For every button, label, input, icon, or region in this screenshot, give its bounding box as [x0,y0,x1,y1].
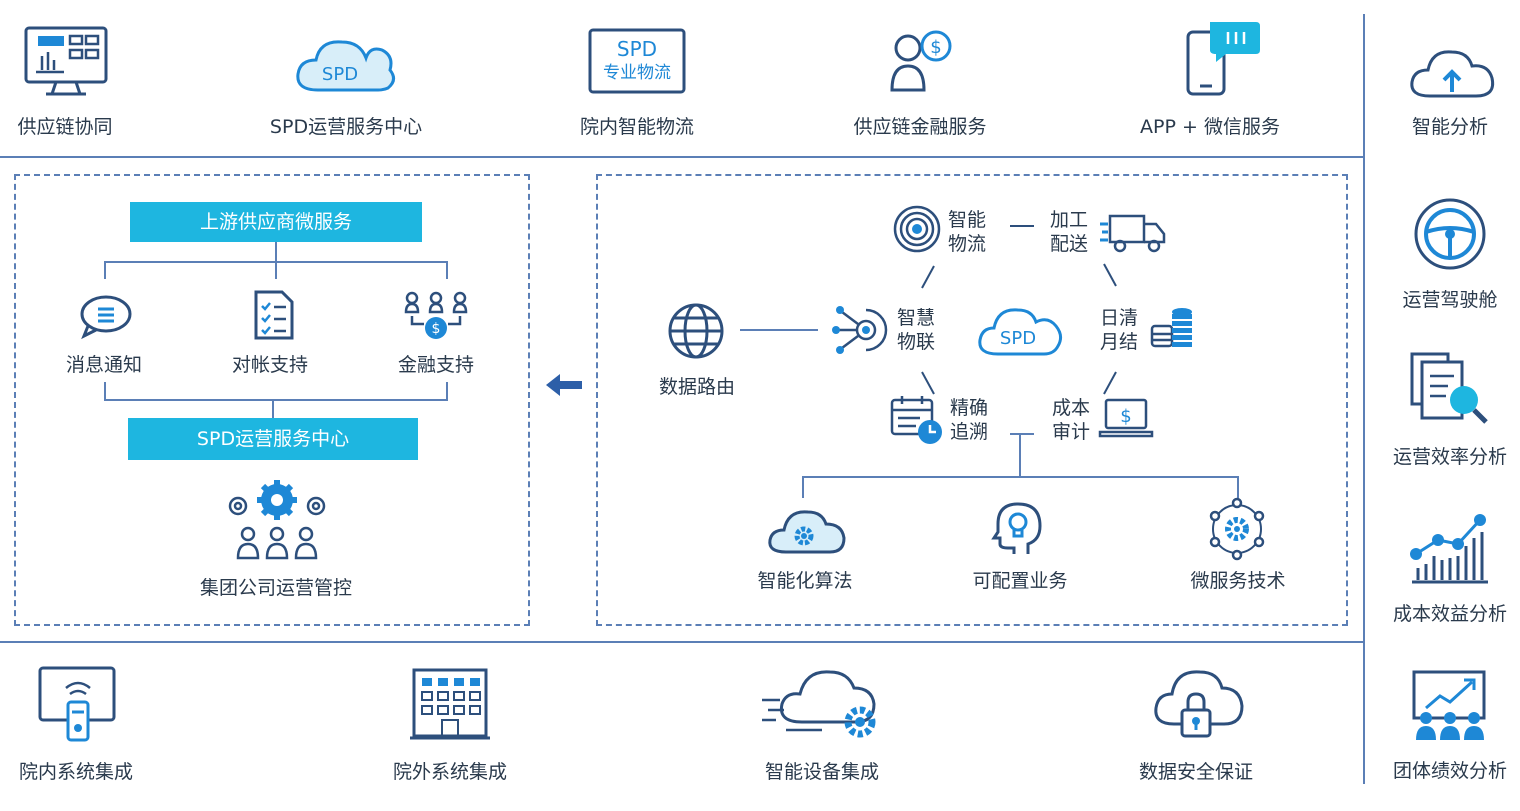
spd-center-cloud-icon: SPD [978,308,1063,356]
hex-node-audit: 成本审计 [1052,396,1090,444]
logistics-badge-line1: SPD [617,37,657,61]
group-control-label: 集团公司运营管控 [199,577,353,599]
top-divider [0,156,1364,158]
logistics-badge-line2: 专业物流 [603,63,671,83]
hex-node-settlement: 日清月结 [1100,306,1138,354]
hex-line1: 智能 [948,209,987,231]
top-item-label: 院内智能物流 [579,116,695,138]
hex-node-iot: 智慧物联 [897,306,935,354]
connector [104,399,448,401]
left-item-label: 对帐支持 [231,354,309,376]
chat-bubble-icon [80,295,132,340]
hex-node-trace: 精确追溯 [950,396,988,444]
top-item-label: 供应链协同 [17,116,113,138]
right-item-label: 运营驾驶舱 [1402,289,1498,311]
center-badge-text: SPD [1000,328,1036,349]
team-chart-icon [1412,670,1486,740]
right-divider [1363,14,1365,784]
top-item-label: APP + 微信服务 [1140,116,1280,138]
bottom-row-label: 智能设备集成 [764,761,880,783]
laptop-dollar-icon: $ [1098,398,1154,438]
spd-center-bar: SPD运营服务中心 [128,418,418,460]
data-routing-label: 数据路由 [658,376,736,398]
truck-icon [1100,214,1166,253]
user-finance-icon: $ [890,30,952,92]
bottom-divider [0,641,1364,643]
hex-line1: 日清 [1100,307,1139,329]
cloud-lock-icon [1154,670,1244,738]
connector [272,399,274,419]
left-item-label: 消息通知 [65,354,143,376]
connector [446,382,448,400]
calendar-clock-icon [890,396,942,444]
hex-line1: 成本 [1052,397,1091,419]
top-item-label: 供应链金融服务 [853,116,987,138]
right-item-label: 团体绩效分析 [1392,760,1508,782]
spd-cloud-icon: SPD [296,40,395,92]
hex-line2: 月结 [1100,331,1139,353]
svg-text:$: $ [930,37,941,58]
wireless-signal-icon [893,205,941,253]
right-panel [596,174,1348,626]
hex-node-logistics: 智能物流 [948,208,986,256]
bar-trend-icon [1410,514,1488,584]
connector [802,476,1238,478]
hex-line2: 物联 [897,331,936,353]
connector [740,329,818,331]
svg-text:$: $ [432,321,441,337]
document-search-icon [1410,352,1488,424]
steering-wheel-icon [1414,198,1486,270]
globe-icon [668,303,724,359]
right-item-label: 智能分析 [1411,116,1489,138]
left-panel [14,174,530,626]
bottom-panel-label: 智能化算法 [757,570,853,592]
gear-network-icon [1209,497,1265,561]
checklist-icon [254,290,294,340]
iot-network-icon [832,306,888,354]
hex-line1: 智慧 [897,307,936,329]
connector [275,261,277,279]
connector [275,242,277,262]
hex-line2: 追溯 [950,421,989,443]
connector [104,382,106,400]
upstream-supplier-bar: 上游供应商微服务 [130,202,422,242]
connector [1237,476,1239,498]
cloud-settings-icon [762,670,876,738]
hex-node-distribution: 加工配送 [1050,208,1088,256]
dashboard-monitor-icon [24,26,108,96]
spd-logistics-badge-icon: SPD 专业物流 [588,28,686,94]
connector [802,476,804,498]
head-bulb-icon [991,502,1042,554]
cloud-gear-icon [768,510,846,554]
svg-text:$: $ [1120,406,1131,427]
spd-cloud-text: SPD [322,64,358,85]
coin-stack-icon [1150,308,1192,348]
top-item-label: SPD运营服务中心 [269,116,423,138]
left-item-label: 金融支持 [397,354,475,376]
wifi-terminal-icon [38,666,116,742]
hex-line2: 物流 [948,233,987,255]
connector [104,261,106,279]
bottom-panel-label: 微服务技术 [1190,570,1286,592]
hex-line2: 审计 [1052,421,1091,443]
phone-chat-icon [1186,22,1260,96]
arrow-left-icon [546,374,582,396]
bottom-row-label: 院外系统集成 [392,761,508,783]
connector [1019,433,1021,477]
cloud-upload-icon [1410,50,1495,98]
connector [446,261,448,279]
gear-team-icon [228,480,326,560]
connector [1010,433,1034,435]
people-money-icon: $ [404,291,468,339]
building-icon [410,668,490,740]
bottom-panel-label: 可配置业务 [972,570,1068,592]
hex-line2: 配送 [1050,233,1089,255]
bottom-row-label: 院内系统集成 [18,761,134,783]
hex-line1: 精确 [950,397,989,419]
right-item-label: 运营效率分析 [1392,446,1508,468]
hex-line1: 加工 [1050,209,1089,231]
bottom-row-label: 数据安全保证 [1138,761,1254,783]
right-item-label: 成本效益分析 [1392,603,1508,625]
